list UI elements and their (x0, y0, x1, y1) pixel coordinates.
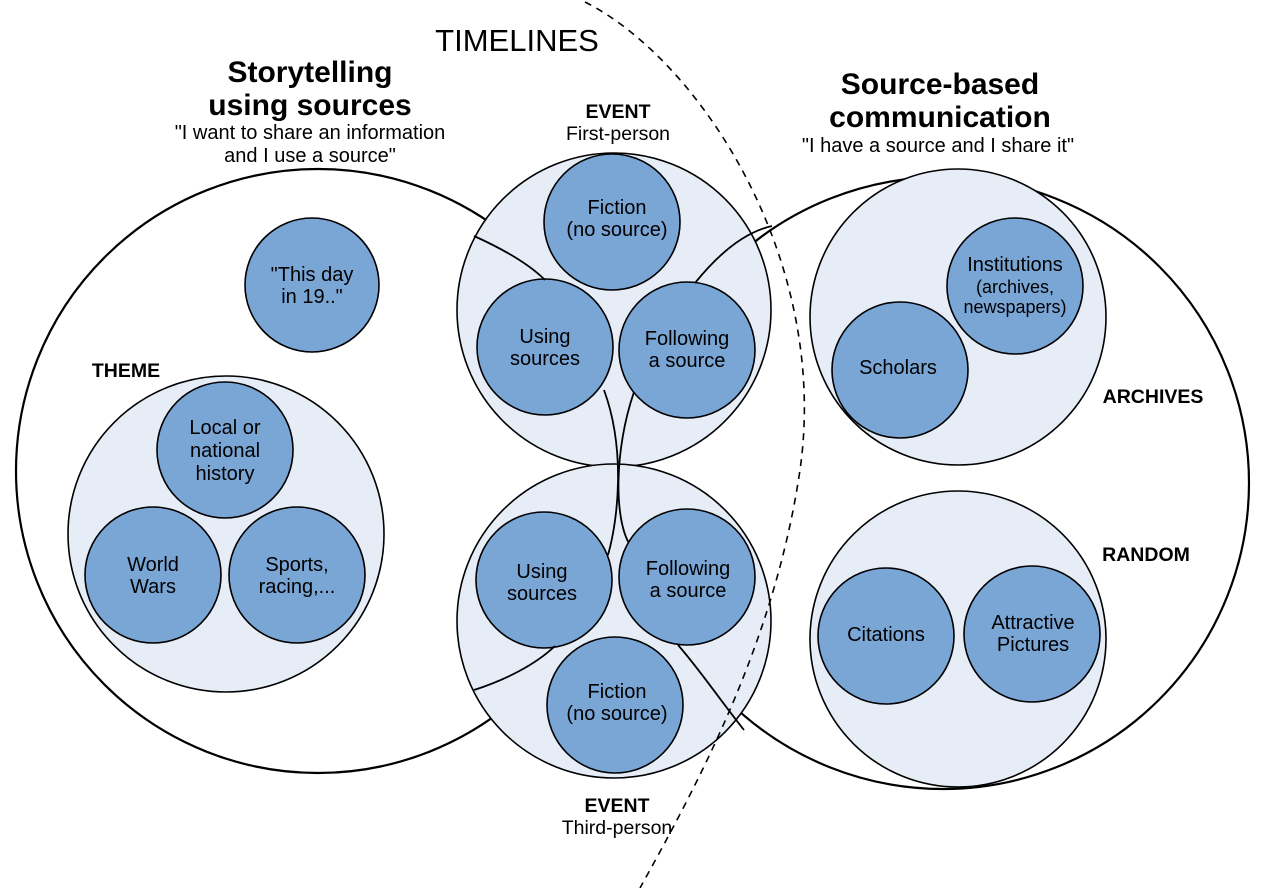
bottom-fiction-line2: (no source) (566, 703, 667, 725)
event-top-label: EVENT (585, 101, 650, 123)
arc-bottom-left (473, 645, 556, 691)
arc-bottom-right (677, 644, 745, 731)
source-based-title-line1: Source-based (841, 68, 1039, 101)
citations-node (817, 567, 955, 705)
pictures-line2: Pictures (997, 634, 1069, 656)
pictures-line1: Attractive (991, 612, 1074, 634)
bottom-following-source-node (618, 508, 756, 646)
local-line1: Local or (189, 417, 260, 439)
arc-top-left (473, 235, 546, 281)
top-using-line1: Using (519, 326, 570, 348)
this-day-node (244, 217, 380, 353)
top-following-source-node (618, 281, 756, 419)
arc-top-right (694, 225, 773, 284)
random-label: RANDOM (1102, 544, 1190, 566)
top-following-line2: a source (649, 350, 726, 372)
bottom-using-line2: sources (507, 583, 577, 605)
random-group-circle (809, 490, 1107, 788)
institutions-line2: (archives, (976, 277, 1054, 297)
sports-line2: racing,... (259, 576, 336, 598)
institutions-line1: Institutions (967, 254, 1063, 276)
connector-following-to-following (617, 391, 635, 546)
storytelling-quote-line2: and I use a source" (224, 145, 396, 167)
top-fiction-node (543, 153, 681, 291)
top-fiction-line2: (no source) (566, 219, 667, 241)
theme-label: THEME (92, 360, 160, 382)
citations-text: Citations (847, 624, 925, 646)
institutions-node (946, 217, 1084, 355)
timelines-label: TIMELINES (435, 23, 599, 58)
world-wars-node (84, 506, 222, 644)
local-history-node (156, 381, 294, 519)
attractive-pictures-node (963, 565, 1101, 703)
this-day-line2: in 19.." (281, 286, 343, 308)
timelines-divider (584, 1, 806, 888)
source-based-quote: "I have a source and I share it" (802, 135, 1074, 157)
bottom-following-line1: Following (646, 558, 730, 580)
top-using-line2: sources (510, 348, 580, 370)
event-bottom-label: EVENT (584, 795, 649, 817)
local-line3: history (196, 463, 255, 485)
institutions-line3: newspapers) (963, 297, 1066, 317)
bottom-following-line2: a source (650, 580, 727, 602)
sports-line1: Sports, (265, 554, 328, 576)
world-line1: World (127, 554, 179, 576)
top-following-line1: Following (645, 328, 729, 350)
event-top-sub: First-person (566, 123, 670, 145)
bottom-fiction-node (546, 636, 684, 774)
storytelling-title-line2: using sources (208, 89, 411, 122)
bottom-fiction-line1: Fiction (588, 681, 647, 703)
local-line2: national (190, 440, 260, 462)
scholars-text: Scholars (859, 357, 937, 379)
sports-node (228, 506, 366, 644)
archives-label: ARCHIVES (1103, 386, 1204, 408)
event-bottom-sub: Third-person (562, 817, 673, 839)
scholars-node (831, 301, 969, 439)
storytelling-quote-line1: "I want to share an information (175, 122, 446, 144)
storytelling-title-line1: Storytelling (227, 56, 392, 89)
this-day-line1: "This day (271, 264, 354, 286)
top-fiction-line1: Fiction (588, 197, 647, 219)
source-based-title-line2: communication (829, 101, 1051, 134)
world-line2: Wars (130, 576, 176, 598)
bottom-using-sources-node (475, 511, 613, 649)
bottom-using-line1: Using (516, 561, 567, 583)
